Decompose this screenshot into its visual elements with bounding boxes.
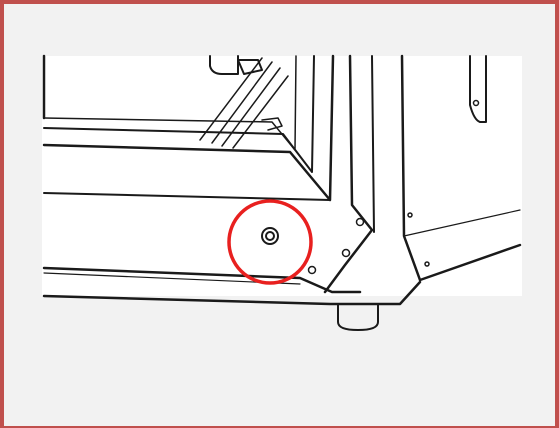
power-button-icon (261, 227, 279, 245)
highlight-circle (227, 199, 313, 285)
screws (307, 99, 480, 275)
corner-frame (323, 54, 374, 294)
drawing-area (42, 56, 522, 296)
side-panel (400, 54, 522, 282)
base-edge (42, 280, 422, 306)
window-frame-inner (43, 55, 315, 173)
diagonal-extrusion (199, 57, 289, 149)
printer-foot (337, 304, 379, 331)
window-frame-outer (42, 54, 335, 202)
